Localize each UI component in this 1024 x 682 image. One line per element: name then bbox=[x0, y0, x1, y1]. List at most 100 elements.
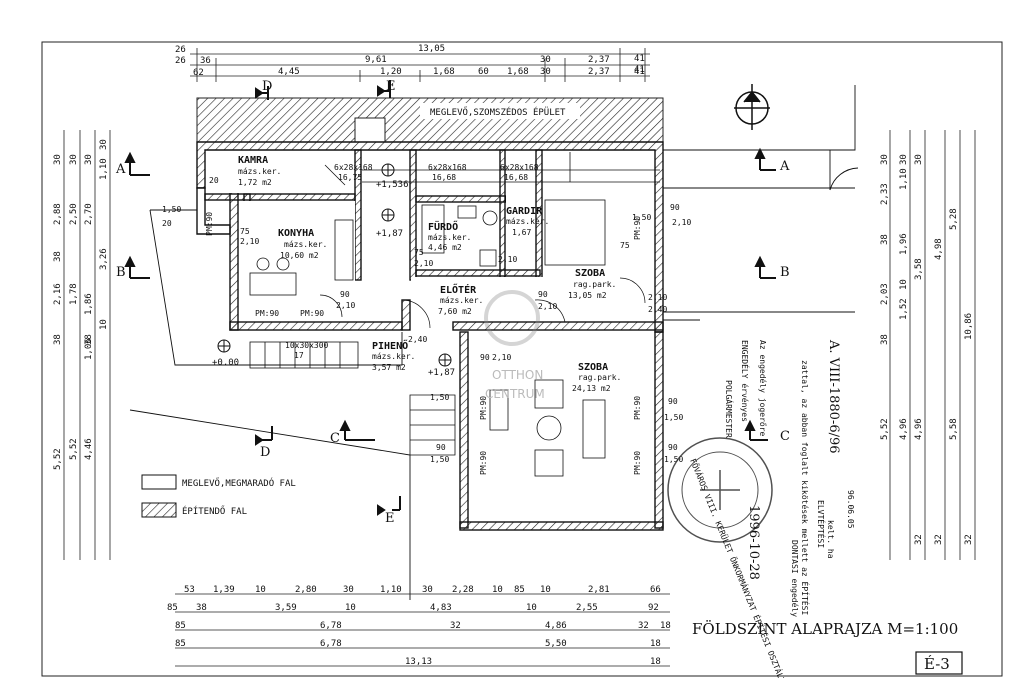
svg-text:2,88: 2,88 bbox=[53, 203, 63, 225]
top-dim-1-c: 41 bbox=[634, 54, 645, 64]
stairs bbox=[249, 152, 660, 456]
door-swings bbox=[319, 277, 646, 329]
svg-text:3,58: 3,58 bbox=[914, 258, 924, 280]
svg-text:10: 10 bbox=[899, 279, 909, 290]
room-eloter-area: 7,60 m2 bbox=[438, 307, 472, 316]
svg-text:30: 30 bbox=[422, 585, 433, 595]
top-dim-3-d: 1,68 bbox=[433, 67, 455, 77]
svg-text:zattal, az abban foglalt kiköt: zattal, az abban foglalt kikötések melle… bbox=[800, 360, 811, 615]
window-note-10: 1,50 bbox=[664, 455, 683, 464]
window-note-1: 90 bbox=[670, 203, 680, 212]
svg-text:DONTASI engedély: DONTASI engedély bbox=[790, 540, 800, 617]
svg-text:1,52: 1,52 bbox=[899, 298, 909, 320]
room-areas bbox=[206, 151, 654, 521]
svg-text:38: 38 bbox=[53, 334, 63, 345]
window-note-11: 90 bbox=[668, 443, 678, 452]
room-szoba1-name: SZOBA bbox=[575, 268, 605, 279]
svg-text:5,58: 5,58 bbox=[949, 418, 959, 440]
section-b-left: B bbox=[116, 265, 126, 280]
section-marks-top bbox=[255, 80, 391, 100]
svg-text:66: 66 bbox=[650, 585, 661, 595]
level-3: +0.00 bbox=[212, 358, 239, 368]
section-c-right: C bbox=[780, 429, 790, 444]
svg-text:2,50: 2,50 bbox=[69, 203, 79, 225]
room-piheno-name: PIHENŐ bbox=[372, 338, 408, 352]
living-room-furniture bbox=[489, 379, 606, 477]
stair-note-4: 16,68 bbox=[432, 173, 456, 182]
svg-text:3,26: 3,26 bbox=[99, 248, 109, 270]
opening-4: PM:90 bbox=[633, 216, 642, 240]
bed-icon bbox=[544, 199, 606, 266]
room-konyha-finish: mázs.ker. bbox=[284, 240, 327, 249]
approval-stamp bbox=[667, 437, 773, 543]
svg-text:4,96: 4,96 bbox=[914, 418, 924, 440]
section-label-d-top: D bbox=[262, 79, 272, 94]
top-dim-2-e: 2,37 bbox=[588, 55, 610, 65]
svg-text:85: 85 bbox=[167, 603, 178, 613]
svg-text:2,55: 2,55 bbox=[576, 603, 598, 613]
svg-text:32: 32 bbox=[638, 621, 649, 631]
top-dim-2-d: 30 bbox=[540, 55, 551, 65]
wall-note-3: 20 bbox=[209, 176, 219, 185]
opening-2: PM:90 bbox=[300, 309, 324, 318]
svg-text:38: 38 bbox=[880, 334, 890, 345]
svg-text:18: 18 bbox=[650, 639, 661, 649]
room-eloter-name: ELŐTÉR bbox=[440, 282, 477, 296]
svg-text:85: 85 bbox=[514, 585, 525, 595]
svg-text:1,78: 1,78 bbox=[69, 283, 79, 305]
right-dimension-texts: 30 2,33 38 2,03 38 5,52 30 1,10 1,96 1,5… bbox=[880, 154, 974, 545]
door-note-5: 90 bbox=[538, 290, 548, 299]
section-markers bbox=[124, 147, 776, 516]
room-furdo-area: 4,46 m2 bbox=[428, 243, 462, 252]
svg-text:18: 18 bbox=[650, 657, 661, 667]
opening-labels: PM:90 PM:90 PM:90 PM:90 PM:90 PM:90 PM:9… bbox=[205, 212, 642, 475]
sheet-number-box bbox=[915, 651, 963, 675]
section-a-right: A bbox=[779, 159, 790, 174]
level-markers bbox=[217, 163, 452, 367]
svg-text:30: 30 bbox=[69, 154, 79, 165]
stair-note-1: 6x28x168 bbox=[334, 163, 373, 172]
left-dimension-lines bbox=[63, 130, 111, 560]
svg-text:1,10: 1,10 bbox=[99, 158, 109, 180]
wall-note-1: 1,50 bbox=[162, 205, 181, 214]
north-arrow-icon bbox=[734, 84, 770, 130]
svg-text:38: 38 bbox=[880, 234, 890, 245]
section-c-left: C bbox=[330, 431, 340, 446]
svg-text:kelt. ha: kelt. ha bbox=[826, 520, 835, 559]
svg-text:38: 38 bbox=[84, 334, 94, 345]
svg-text:4,46: 4,46 bbox=[84, 438, 94, 460]
svg-text:30: 30 bbox=[99, 139, 109, 150]
svg-text:1,86: 1,86 bbox=[84, 293, 94, 315]
top-dim-2-b: 36 bbox=[200, 56, 211, 66]
door-note-11: 2,10 bbox=[498, 255, 517, 264]
section-e-bottom: E bbox=[385, 511, 395, 526]
stamp-texts: Az engedély jogerőre zattal, az abban fo… bbox=[724, 340, 855, 617]
kitchen-fixtures bbox=[249, 219, 354, 296]
svg-text:2,03: 2,03 bbox=[880, 283, 890, 305]
window-note-9: 90 bbox=[436, 443, 446, 452]
stair-note-6: 16,68 bbox=[504, 173, 528, 182]
svg-text:1,06: 1,06 bbox=[84, 338, 94, 360]
svg-text:53: 53 bbox=[184, 585, 195, 595]
top-dim-2-a: 26 bbox=[175, 56, 186, 66]
svg-text:18: 18 bbox=[660, 621, 671, 631]
level-1: +1,536 bbox=[376, 180, 409, 190]
door-note-10: 2,10 bbox=[492, 353, 511, 362]
svg-text:30: 30 bbox=[880, 154, 890, 165]
opening-3: PM:90 bbox=[205, 212, 214, 236]
room-szoba1-finish: rag.park. bbox=[573, 280, 616, 289]
room-gardir-name: GARDIR bbox=[506, 206, 543, 217]
legend-existing-label: MEGLEVŐ,MEGMARADÓ FAL bbox=[182, 477, 296, 489]
svg-text:2,70: 2,70 bbox=[84, 203, 94, 225]
top-dim-3-b: 4,45 bbox=[278, 67, 300, 77]
room-konyha-name: KONYHA bbox=[278, 228, 314, 239]
room-kamra-name: KAMRA bbox=[238, 155, 268, 166]
stair-note-8: 17 bbox=[294, 351, 304, 360]
bathroom-fixtures bbox=[421, 204, 498, 267]
svg-text:2,33: 2,33 bbox=[880, 183, 890, 205]
room-piheno-finish: mázs.ker. bbox=[372, 352, 415, 361]
plan-title: FÖLDSZINT ALAPRAJZA M=1:100 bbox=[692, 620, 958, 638]
sheet-number: É-3 bbox=[924, 655, 950, 673]
